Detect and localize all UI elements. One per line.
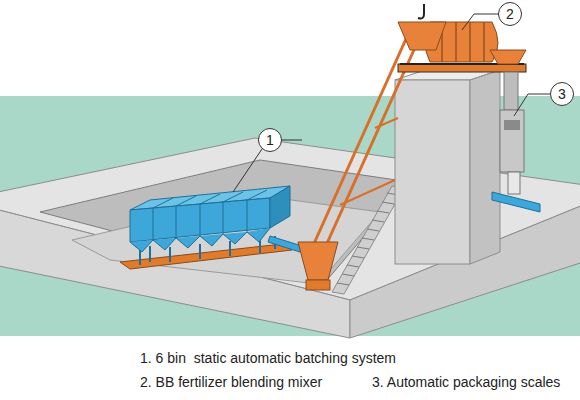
pit-floor <box>72 196 380 284</box>
feed-conveyor <box>268 236 302 252</box>
caption-line: 2. BB fertilizer blending mixer <box>140 373 322 391</box>
bin-hoppers <box>130 228 270 252</box>
callout-circle: 1 <box>258 128 282 152</box>
fertilizer-bag <box>508 172 520 194</box>
batcher-side <box>270 186 290 228</box>
callout-circle: 2 <box>498 2 522 26</box>
pit-hopper <box>298 242 338 280</box>
mixer-platform <box>398 64 526 72</box>
callout-circle: 3 <box>550 82 574 106</box>
stair-steps <box>337 193 399 285</box>
callout-number: 1 <box>266 132 274 148</box>
leader-line <box>462 14 498 30</box>
scale-body <box>500 110 524 172</box>
callout-number: 2 <box>506 6 514 22</box>
lifting-hook <box>418 4 424 19</box>
feed-hopper <box>398 22 446 50</box>
bag-conveyor <box>492 192 540 212</box>
caption-line: 3. Automatic packaging scales <box>372 373 560 391</box>
scale-panel <box>504 120 520 130</box>
elevator-brace <box>340 118 398 205</box>
tower-side <box>470 70 500 264</box>
hopper-base <box>306 280 330 290</box>
discharge-chute <box>504 72 518 110</box>
leader-line <box>514 94 550 116</box>
tower-front <box>395 80 470 264</box>
stair-flight <box>332 186 404 294</box>
discharge-hopper <box>490 50 526 64</box>
caption-line: 1. 6 bin static automatic batching syste… <box>140 349 396 367</box>
callout-number: 3 <box>558 86 566 102</box>
